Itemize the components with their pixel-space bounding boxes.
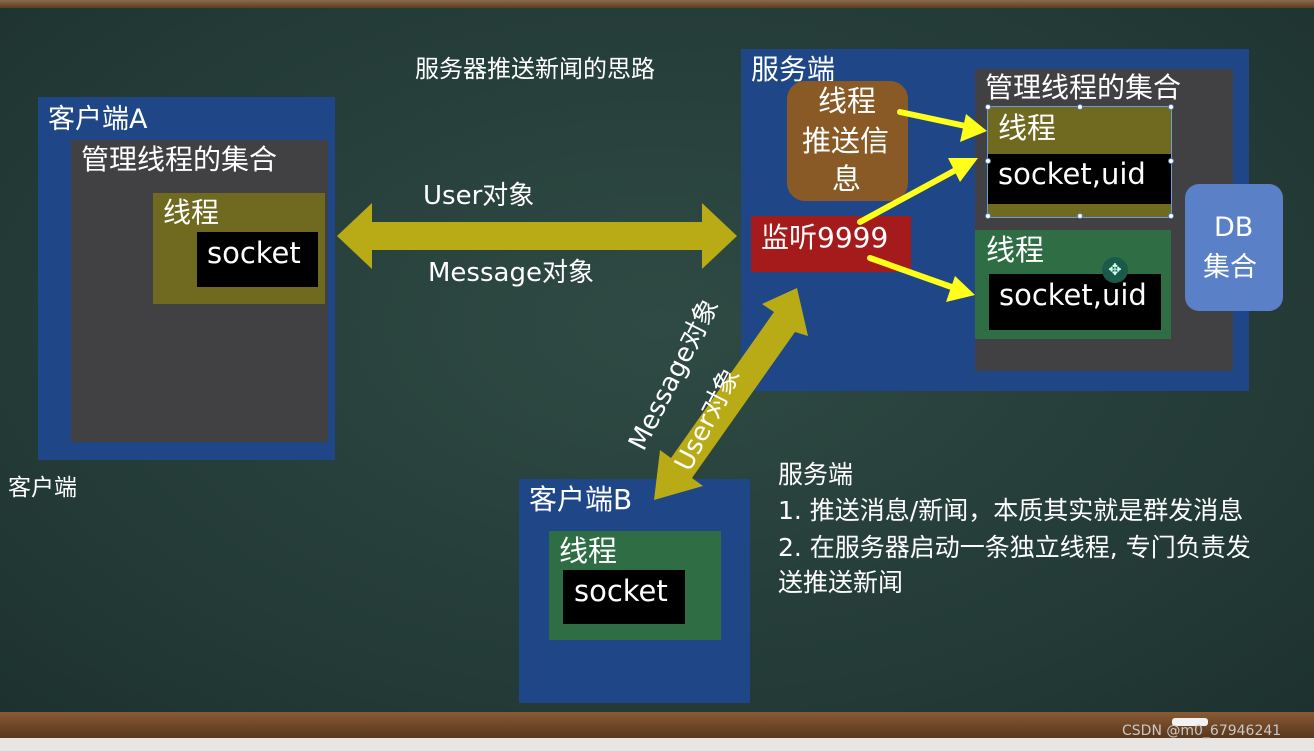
server-push-thread-line3: 息 <box>832 162 862 196</box>
server-thread-1-label: 线程 <box>998 111 1057 145</box>
selection-handle <box>1168 158 1174 164</box>
client-a-label: 客户端A <box>48 104 148 135</box>
server-thread-2-socket-label: socket,uid <box>999 278 1147 312</box>
move-cursor-icon: ✥ <box>1102 257 1128 283</box>
client-b-thread-label: 线程 <box>559 534 618 568</box>
client-a-collection-label: 管理线程的集合 <box>81 143 278 176</box>
notes-item-2-line1: 2. 在服务器启动一条独立线程, 专门负责发 <box>778 533 1251 562</box>
server-thread-2-socket-box <box>989 274 1161 330</box>
selection-handle <box>1077 104 1083 110</box>
db-line1: DB <box>1214 212 1254 243</box>
client-b-label: 客户端B <box>529 483 633 516</box>
selection-handle <box>985 104 991 110</box>
notes-heading: 服务端 <box>778 460 854 489</box>
selection-handle <box>1168 104 1174 110</box>
server-thread-2-label: 线程 <box>986 233 1045 267</box>
server-thread-1-socket-label: socket,uid <box>998 157 1146 191</box>
server-push-thread-line2: 推送信 <box>802 124 890 158</box>
selection-handle <box>1168 213 1174 219</box>
client-a-socket-label: socket <box>207 236 301 270</box>
arrow-user-label: User对象 <box>423 181 535 211</box>
server-push-thread-line1: 线程 <box>818 84 877 118</box>
selection-handle <box>985 158 991 164</box>
chalk-ledge <box>0 738 1314 751</box>
selection-handle <box>985 213 991 219</box>
client-a-thread-label: 线程 <box>163 196 220 229</box>
client-note: 客户端 <box>8 475 77 501</box>
selection-handle <box>1077 213 1083 219</box>
server-thread-1-socket-box <box>988 154 1171 204</box>
notes-item-2-line2: 送推送新闻 <box>778 568 904 597</box>
db-line2: 集合 <box>1203 252 1257 283</box>
db-collection-box <box>1185 184 1283 311</box>
server-collection-label: 管理线程的集合 <box>985 71 1182 104</box>
server-listener-label: 监听9999 <box>761 221 889 254</box>
csdn-watermark: CSDN @m0_67946241 <box>1122 723 1282 739</box>
client-a-socket-box <box>197 232 318 287</box>
diagram-title: 服务器推送新闻的思路 <box>415 55 655 83</box>
client-b-socket-label: socket <box>574 574 668 608</box>
client-b-socket-box <box>563 570 685 624</box>
arrow-message-label: Message对象 <box>428 258 594 288</box>
board-frame-top <box>0 0 1314 8</box>
chalk-piece <box>1172 718 1208 726</box>
server-label: 服务端 <box>751 53 836 86</box>
notes-item-1: 1. 推送消息/新闻，本质其实就是群发消息 <box>778 496 1244 525</box>
